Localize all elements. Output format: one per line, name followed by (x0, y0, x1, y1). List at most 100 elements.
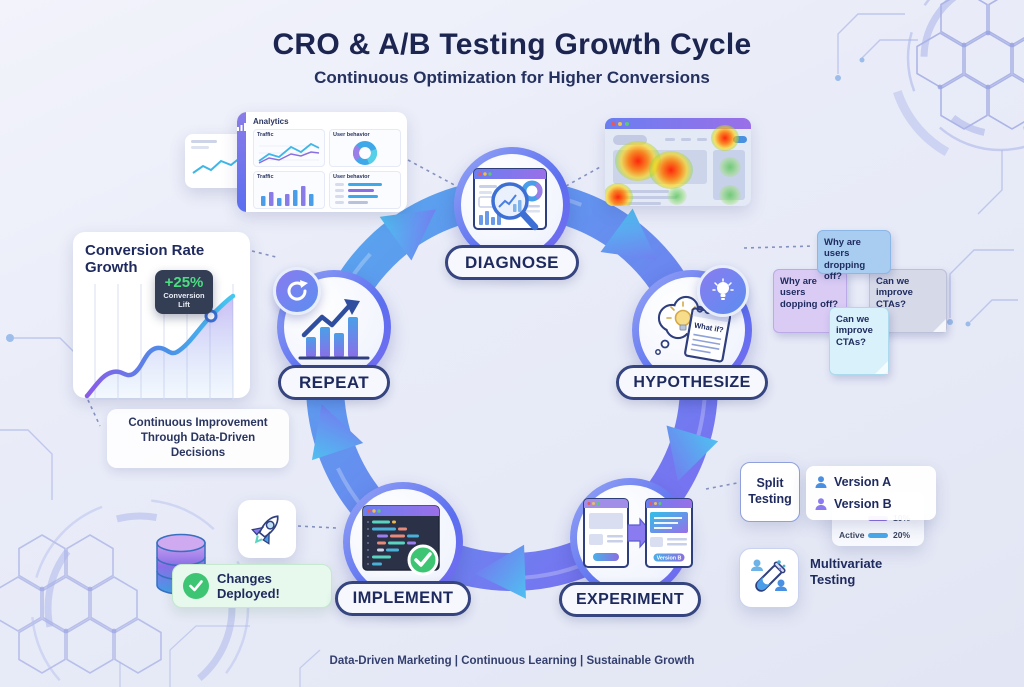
heat-blob-green (719, 185, 741, 205)
refresh-badge (273, 267, 321, 315)
implement-icon (362, 505, 440, 576)
split-testing-label: Split Testing (748, 476, 792, 506)
heatmap-browser-card (605, 118, 751, 206)
stage-label-text: REPEAT (298, 372, 370, 392)
stage-label-text: HYPOTHESIZE (633, 373, 751, 391)
placeholder-line (191, 140, 217, 143)
sticky-note-text: Why are users dropping off? (824, 237, 866, 283)
user-behavior-donut-panel: User behavior (329, 129, 401, 167)
heatmap-line (681, 138, 691, 141)
version-a-label: Version A (834, 475, 892, 489)
person-icon-purple (815, 498, 827, 510)
rocket-card (238, 500, 296, 558)
version-b-label: Version B (834, 497, 892, 511)
sticky-note-text: Can we improve CTAs? (836, 314, 873, 348)
user-behavior-donut (353, 141, 377, 165)
sticky-note-improve-ctas-2: Can we improve CTAs? (829, 307, 889, 375)
page-subtitle: Continuous Optimization for Higher Conve… (314, 68, 710, 87)
version-list-card: Version A Version B (806, 466, 936, 520)
stage-label-experiment: EXPERIMENT (559, 582, 701, 617)
experiment-icon: Version B (583, 498, 693, 568)
stage-label-repeat: REPEAT (278, 365, 390, 400)
improvement-note-line1: Continuous Improvement (128, 417, 268, 429)
improvement-note-line2: Through Data-Driven Decisions (140, 431, 256, 459)
heatmap-toggle (733, 136, 747, 143)
lift-label: Conversion Lift (163, 291, 205, 309)
lightbulb-icon (712, 278, 734, 300)
changes-deployed-text: Changes Deployed! (217, 571, 280, 601)
sticky-note-text: Why are users dopping off? (780, 276, 839, 310)
heatmap-line (697, 138, 707, 141)
heat-blob-green (667, 187, 687, 205)
conversion-rate-card: Conversion Rate Growth +25% Conversion L… (73, 232, 250, 400)
hypothesize-icon: What if? (655, 295, 732, 363)
metric-value: 20% (893, 530, 911, 540)
analytics-title: Analytics (253, 117, 289, 126)
heat-blob-green (719, 157, 741, 177)
diagnose-icon (473, 168, 547, 231)
dashed-connectors (87, 159, 815, 529)
changes-deployed-banner: Changes Deployed! (172, 564, 332, 608)
conversion-card-title: Conversion Rate Growth (85, 242, 205, 276)
placeholder-line (191, 146, 209, 149)
cycle-arrowheads (311, 208, 719, 599)
person-icon-blue (815, 476, 827, 488)
multivariate-label-text: Multivariate Testing (810, 556, 883, 588)
lift-value: +25% (164, 274, 204, 291)
check-circle-icon (183, 573, 209, 599)
metric-label: Active (839, 530, 865, 540)
heat-blob (711, 125, 739, 151)
stage-label-diagnose: DIAGNOSE (445, 245, 579, 280)
stage-label-text: DIAGNOSE (465, 252, 559, 272)
footer-tagline: Data-Driven Marketing | Continuous Learn… (329, 655, 695, 667)
heatmap-line (665, 138, 675, 141)
window-dot-green (625, 121, 629, 126)
multivariate-label: Multivariate Testing (810, 556, 902, 589)
user-behavior-hbars (335, 183, 382, 204)
heatmap-titlebar (605, 118, 751, 129)
heat-blob (605, 183, 633, 206)
stage-label-implement: IMPLEMENT (335, 581, 471, 616)
rocket-icon (251, 515, 279, 545)
stage-label-text: EXPERIMENT (575, 590, 684, 608)
sticky-note-improve-ctas: Can we improve CTAs? (869, 269, 947, 333)
refresh-icon (287, 280, 308, 301)
version-a-row: Version A (814, 475, 928, 489)
metric-bar-blue (868, 532, 888, 538)
heatmap-line (613, 202, 661, 205)
conversion-lift-tooltip: +25% Conversion Lift (155, 270, 213, 314)
version-b-pill-text: Version B (657, 556, 682, 562)
improvement-note: Continuous Improvement Through Data-Driv… (107, 409, 289, 468)
analytics-dashboard-card: Analytics Traffic User behavior (237, 112, 407, 212)
note-fold (933, 319, 946, 332)
heatmap-body (605, 125, 751, 206)
lightbulb-badge (697, 265, 749, 317)
traffic-bar-panel: Traffic (253, 171, 325, 209)
version-b-row: Version B (814, 497, 928, 511)
user-behavior-hbar-panel: User behavior (329, 171, 401, 209)
multivariate-icon-card (739, 548, 799, 608)
heatmap-nav-pill (613, 135, 647, 145)
node-diagnose (454, 147, 570, 263)
window-dot-yellow (618, 121, 622, 126)
conversion-line-chart (84, 284, 236, 400)
window-dot-red (611, 121, 615, 126)
note-fold (875, 361, 888, 374)
stage-label-text: IMPLEMENT (352, 589, 454, 607)
node-experiment: Version B (570, 478, 693, 598)
split-testing-card: Split Testing (740, 462, 800, 522)
traffic-bar-chart (261, 186, 314, 206)
heatmap-line (613, 190, 669, 193)
heatmap-line (613, 196, 677, 199)
repeat-icon (298, 299, 370, 360)
page-title: CRO & A/B Testing Growth Cycle (272, 28, 752, 61)
bar-chart-icon (237, 123, 246, 131)
traffic-line-chart (258, 142, 320, 164)
stage-label-hypothesize: HYPOTHESIZE (616, 365, 768, 400)
heat-blob (649, 151, 693, 189)
metric-row: Active 20% (839, 530, 917, 540)
sticky-note-dropping-off: Why are users dropping off? (817, 230, 891, 282)
analytics-sidebar (237, 112, 246, 212)
